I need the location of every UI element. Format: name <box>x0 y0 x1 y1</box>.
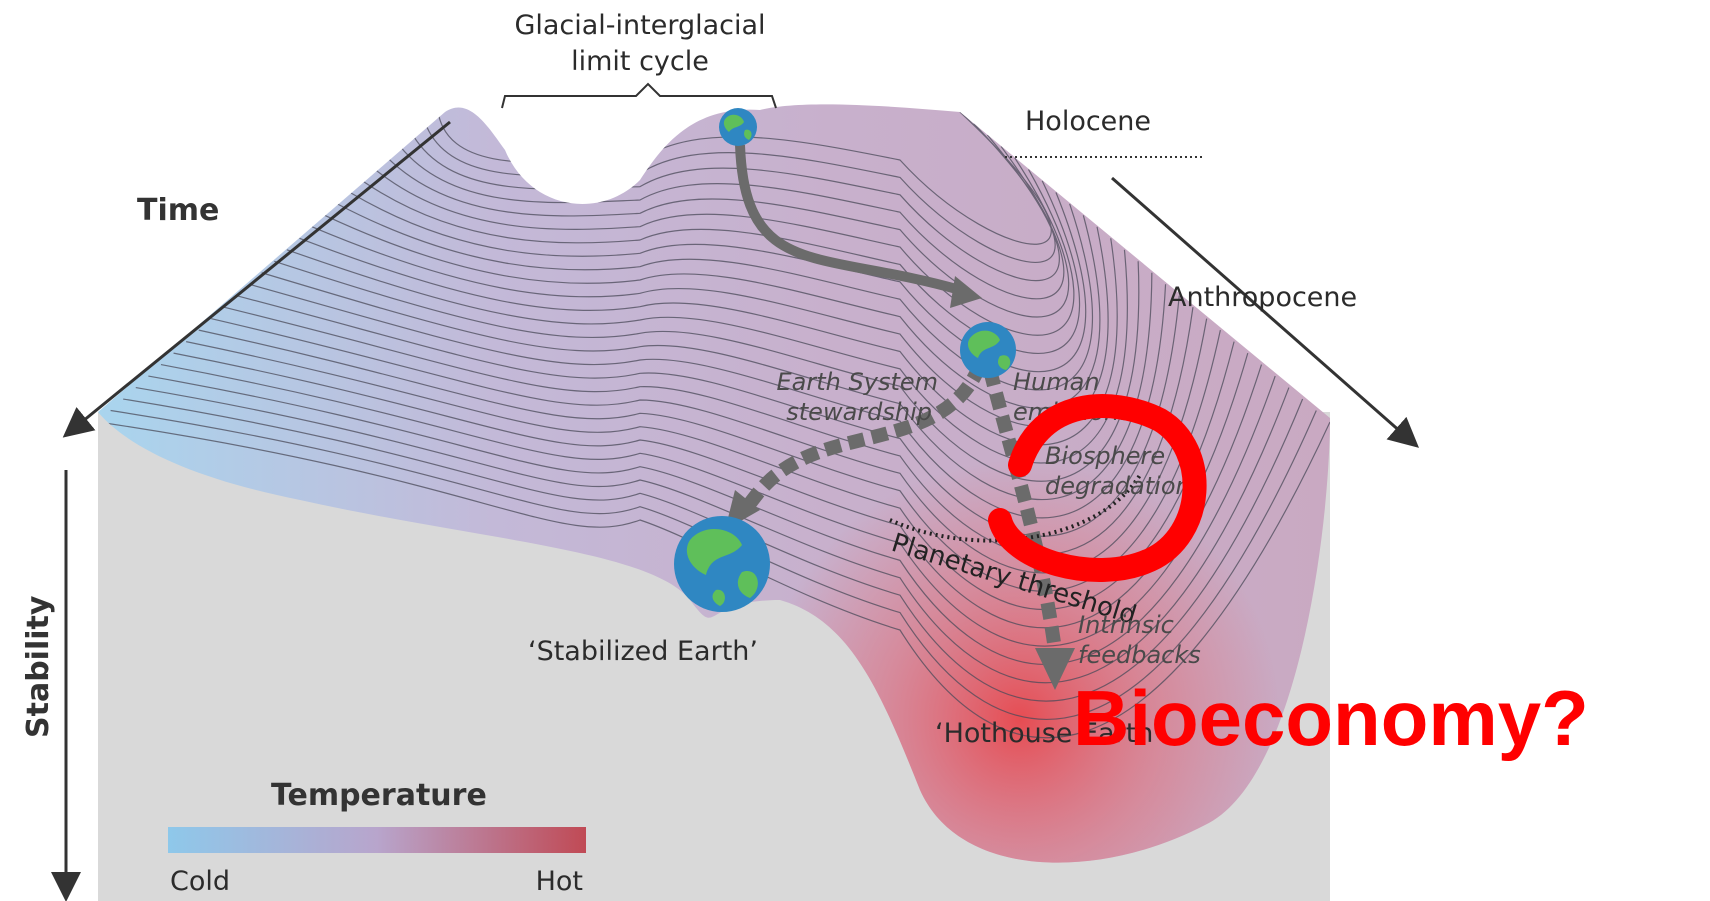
intrinsic-feedbacks-label-line2: feedbacks <box>1078 641 1201 669</box>
biosphere-label-line2: degradation <box>1045 472 1191 500</box>
human-emissions-label-line1: Human <box>1013 368 1100 396</box>
time-label: Time <box>137 193 219 228</box>
legend-hot-label: Hot <box>536 866 583 897</box>
legend-gradient-bar <box>168 827 586 853</box>
biosphere-label-line1: Biosphere <box>1045 442 1165 470</box>
earth-system-label-line1: Earth System <box>777 368 938 396</box>
legend-title: Temperature <box>271 778 487 813</box>
stability-label: Stability <box>21 595 56 738</box>
legend-cold-label: Cold <box>170 866 230 897</box>
bioeconomy-overlay-text: Bioeconomy? <box>1073 674 1589 762</box>
stabilized-earth-label: ‘Stabilized Earth’ <box>528 636 758 667</box>
earth-globe-holocene <box>719 108 757 146</box>
holocene-label: Holocene <box>1025 106 1151 137</box>
intrinsic-feedbacks-label-line1: Intrinsic <box>1078 611 1174 639</box>
earth-globe-stabilized <box>674 516 770 612</box>
glacial-brace <box>502 84 776 108</box>
earth-system-label-line2: stewardship <box>786 398 932 426</box>
glacial-label-line1: Glacial-interglacial <box>514 10 765 41</box>
earth-globe-anthropocene <box>960 322 1016 378</box>
glacial-label-line2: limit cycle <box>571 46 709 77</box>
anthropocene-label: Anthropocene <box>1168 282 1357 313</box>
